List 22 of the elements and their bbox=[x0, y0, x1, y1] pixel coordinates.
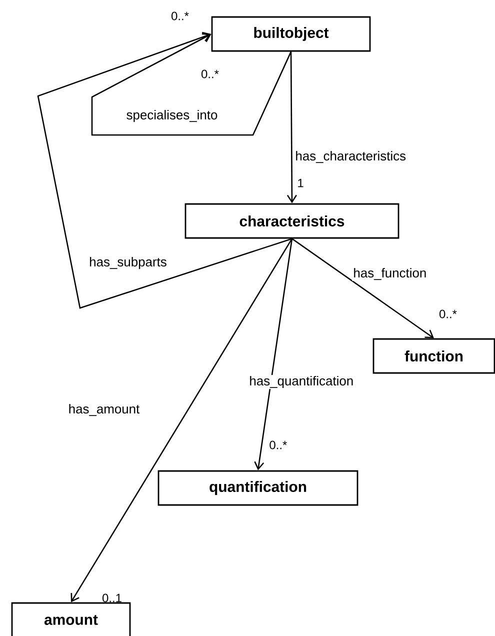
class-box: amount bbox=[11, 602, 131, 636]
multiplicity-label: 0..* bbox=[440, 310, 457, 318]
class-box: builtobject bbox=[211, 16, 371, 52]
multiplicity-label: 0..* bbox=[172, 12, 189, 20]
association-arrow bbox=[292, 238, 434, 338]
class-box: quantification bbox=[158, 470, 358, 506]
edge-label: has_quantification bbox=[248, 374, 355, 390]
multiplicity-label: 0..* bbox=[202, 70, 219, 78]
multiplicity-label: 0..* bbox=[270, 440, 287, 450]
edge-label: has_function bbox=[352, 267, 428, 281]
association-arrow bbox=[70, 238, 293, 602]
edge-label: has_characteristics bbox=[294, 150, 408, 164]
association-arrow bbox=[91, 33, 292, 136]
association-arrow bbox=[37, 32, 292, 309]
multiplicity-label: 1 bbox=[298, 178, 304, 188]
class-box: function bbox=[372, 338, 495, 374]
class-box: characteristics bbox=[184, 203, 400, 239]
association-arrow bbox=[254, 238, 293, 470]
association-arrow bbox=[286, 52, 297, 204]
edge-label: has_amount bbox=[67, 403, 141, 417]
edge-label: has_subparts bbox=[88, 256, 168, 270]
edge-label: specialises_into bbox=[125, 108, 219, 124]
